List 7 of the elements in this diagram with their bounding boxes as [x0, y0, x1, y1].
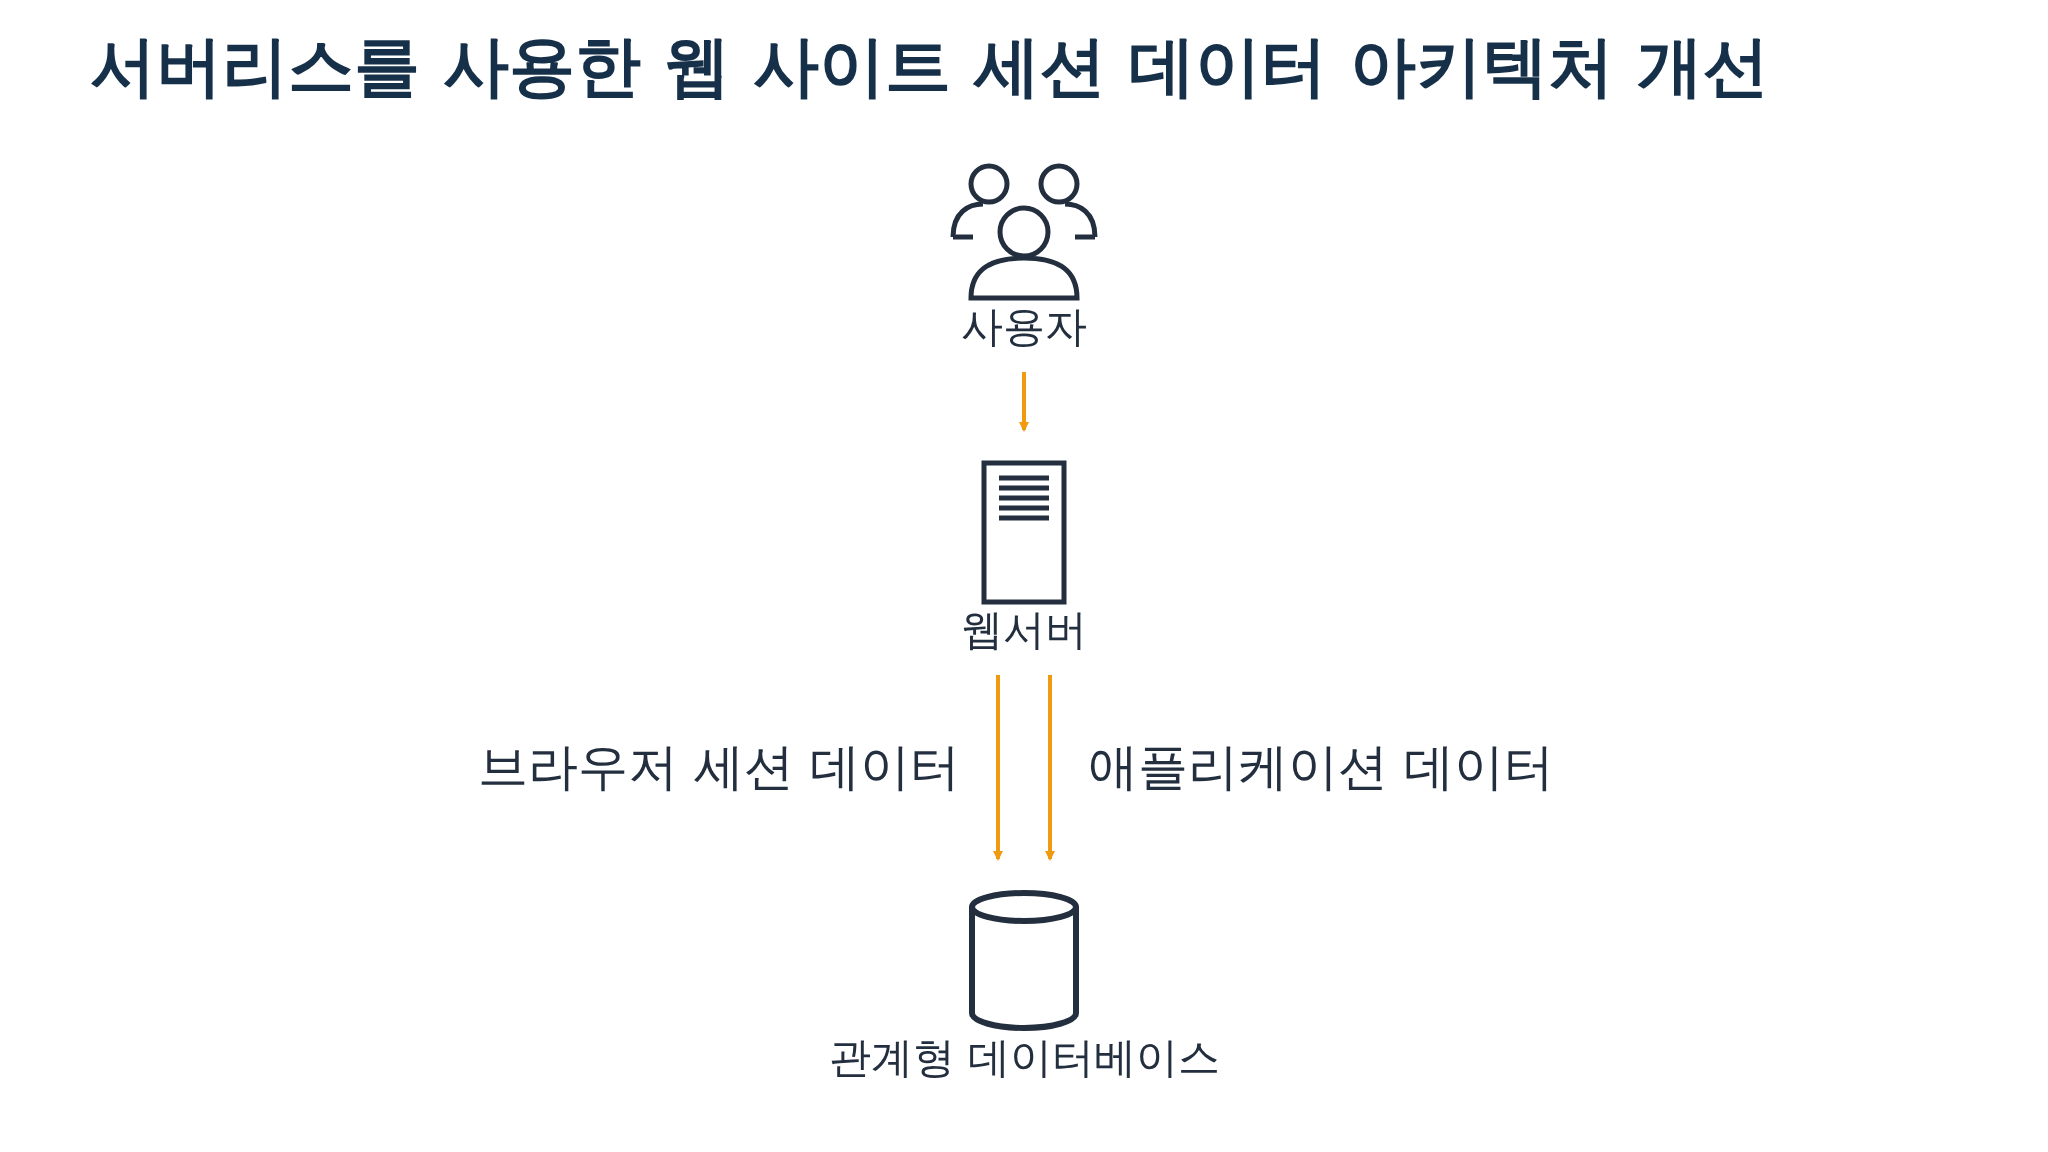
- arrow: [1045, 675, 1055, 861]
- node-label: 관계형 데이터베이스: [828, 1033, 1220, 1084]
- arrow: [993, 675, 1003, 861]
- node-label: 사용자: [961, 302, 1087, 353]
- arrow: [1019, 372, 1029, 432]
- node-label: 웹서버: [961, 605, 1087, 656]
- slide-title: 서버리스를 사용한 웹 사이트 세션 데이터 아키텍처 개선: [90, 27, 1769, 107]
